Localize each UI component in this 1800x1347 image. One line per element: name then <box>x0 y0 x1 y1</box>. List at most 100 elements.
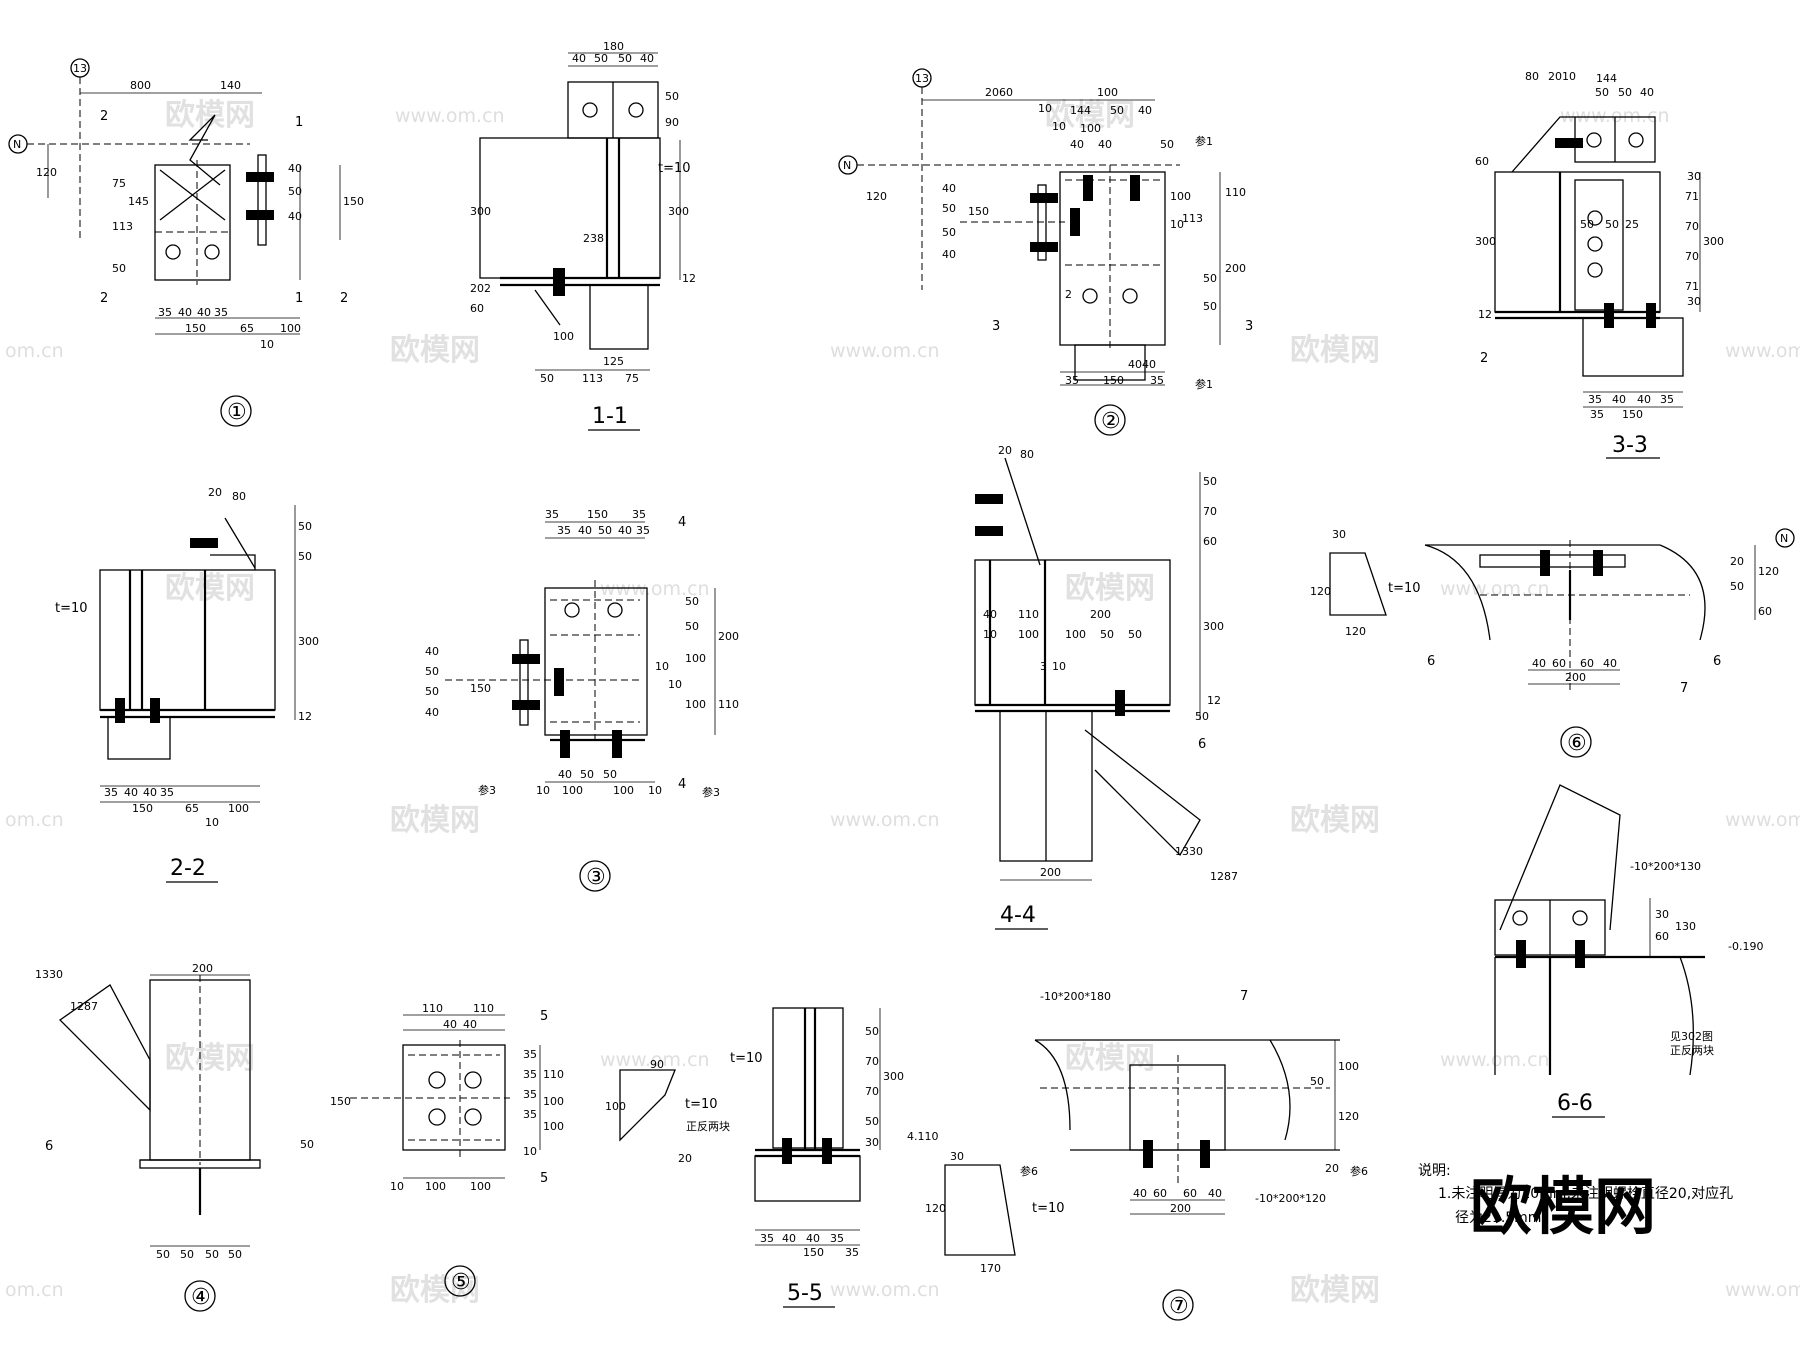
bolt-hole <box>1628 132 1644 148</box>
dim-text: 50 <box>1128 628 1142 641</box>
detail-1: 13 N 800 140 120 75 145 113 50 40 50 40 … <box>8 58 364 427</box>
section-2-2: 20 80 t=10 50 50 300 12 35 40 40 35 150 … <box>55 486 319 883</box>
dim-text: 110 <box>1225 186 1246 199</box>
beam-break-lines <box>1424 544 1706 641</box>
dim-text: 35 <box>760 1232 774 1245</box>
section-mark: 3 <box>992 319 1000 334</box>
weld-ref: 参1 <box>1195 134 1213 148</box>
dim-text: 100 <box>605 1100 626 1113</box>
section-mark: 4 <box>678 777 686 792</box>
stiffener-plate <box>1574 179 1624 311</box>
dim-text: 100 <box>543 1095 564 1108</box>
diagonal-brace <box>1499 784 1621 931</box>
dim-text: 10 <box>536 784 550 797</box>
dim-text: 110 <box>543 1068 564 1081</box>
dim-text: 40 <box>425 706 439 719</box>
dim-text: 30 <box>1687 295 1701 308</box>
detail-3: 35 150 35 35 40 50 40 35 50 50 200 40 50… <box>425 508 739 892</box>
watermark-url: www.om.cn <box>1560 105 1670 127</box>
dim-text: 110 <box>473 1002 494 1015</box>
section-mark: 5 <box>540 1171 548 1186</box>
dim-text: 113 <box>112 220 133 233</box>
bolt-symbol <box>1130 175 1140 201</box>
dim-text: 110 <box>718 698 739 711</box>
bolt-hole <box>1082 288 1098 304</box>
dim-text: 40 <box>425 645 439 658</box>
section-mark: 2 <box>100 291 108 306</box>
dim-text: 40 <box>1612 393 1626 406</box>
bolt-symbol <box>782 1138 792 1164</box>
ref-note: 见302图 <box>1670 1030 1713 1043</box>
dim-text: 100 <box>425 1180 446 1193</box>
brace-line <box>159 169 226 221</box>
dim-text: 100 <box>1065 628 1086 641</box>
bolt-symbol <box>1200 1140 1210 1168</box>
dim-text: 50 <box>865 1115 879 1128</box>
dim-text: 300 <box>1203 620 1224 633</box>
dim-text: 80 <box>1525 70 1539 83</box>
dim-text: 113 <box>582 372 603 385</box>
weld-ref-tag: 7 <box>1680 681 1688 696</box>
dim-text: 40 <box>143 786 157 799</box>
dim-text: 60 <box>1475 155 1489 168</box>
view-title: ⑦ <box>1169 1294 1189 1319</box>
dim-text: 1287 <box>70 1000 98 1013</box>
watermark-logo: 欧模网 <box>390 803 480 838</box>
dim-text: 20 <box>1730 555 1744 568</box>
dim-text: 300 <box>1703 235 1724 248</box>
dim-text: 35 <box>632 508 646 521</box>
column-plate <box>1059 171 1166 346</box>
section-mark: 6 <box>1713 654 1721 669</box>
dim-text: 40 <box>178 306 192 319</box>
watermark-logo: 欧模网 <box>1065 1041 1155 1076</box>
dim-text: 35 <box>1065 374 1079 387</box>
column-web <box>479 137 661 279</box>
bolt-symbol <box>246 172 274 182</box>
dim-text: 40 <box>124 786 138 799</box>
top-plate <box>1479 554 1626 568</box>
watermark-url: www.om.cn <box>600 1049 710 1071</box>
bolt-hole <box>165 244 181 260</box>
dim-text: 100 <box>685 652 706 665</box>
section-1-1: 180 40 50 50 40 50 90 t=10 300 300 238 2… <box>470 40 696 431</box>
dim-text: 10 <box>1562 70 1576 83</box>
dim-text: 20 <box>998 444 1012 457</box>
dim-text: 35 <box>523 1048 537 1061</box>
dim-text: 10 <box>205 816 219 829</box>
view-title: 6-6 <box>1557 1091 1593 1116</box>
dim-text: 10 <box>523 1145 537 1158</box>
dim-text: 40 <box>806 1232 820 1245</box>
dim-text: 50 <box>1595 86 1609 99</box>
dim-text: 300 <box>668 205 689 218</box>
dim-text: 100 <box>1097 86 1118 99</box>
detail-2: 13 N 2060 100 10 144 50 40 40 100 10 40 … <box>838 68 1253 436</box>
bolt-symbol <box>1555 138 1583 148</box>
bolt-symbol <box>1604 303 1614 328</box>
dim-text: 40 <box>558 768 572 781</box>
view-title: ① <box>227 400 247 425</box>
dim-text: 40 <box>1142 358 1156 371</box>
weld-ref: 参3 <box>478 783 496 797</box>
dim-text: 150 <box>185 322 206 335</box>
dim-text: 40 <box>443 1018 457 1031</box>
dim-text: 150 <box>968 205 989 218</box>
dim-text: 35 <box>636 524 650 537</box>
dim-text: 70 <box>1203 505 1217 518</box>
dim-text: 35 <box>214 306 228 319</box>
bolt-hole <box>204 244 220 260</box>
dim-text: 40 <box>1133 1187 1147 1200</box>
dim-text: 40 <box>1532 657 1546 670</box>
bolt-hole <box>428 1071 446 1089</box>
dim-text: 30 <box>950 1150 964 1163</box>
dim-text: 125 <box>603 355 624 368</box>
view-title-bubble <box>579 860 611 892</box>
dim-text: 30 <box>1687 170 1701 183</box>
dim-text: 10 <box>668 678 682 691</box>
dim-text: 40 <box>640 52 654 65</box>
dim-text: 300 <box>298 635 319 648</box>
dim-text: 200 <box>1225 262 1246 275</box>
dim-text: 35 <box>557 524 571 537</box>
dim-text: 35 <box>830 1232 844 1245</box>
watermark-logo: 欧模网 <box>165 98 255 133</box>
